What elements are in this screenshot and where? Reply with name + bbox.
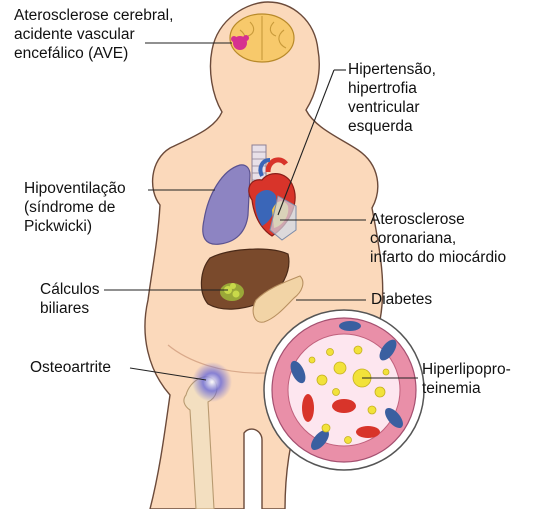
- label-pancreas: Diabetes: [371, 290, 432, 309]
- label-heart: Hipertensão, hipertrofia ventricular esq…: [348, 60, 436, 136]
- label-lungs: Hipoventilação (síndrome de Pickwicki): [24, 179, 126, 236]
- hip-inflammation: [192, 362, 232, 402]
- label-hip: Osteoartrite: [30, 358, 111, 377]
- vessel-cross-section: [264, 310, 424, 470]
- label-gallbladder: Cálculos biliares: [40, 280, 99, 318]
- gallbladder: [220, 283, 244, 301]
- label-brain: Aterosclerose cerebral, acidente vascula…: [14, 6, 173, 63]
- label-coronary: Aterosclerose coronariana, infarto do mi…: [370, 210, 506, 267]
- label-vessel: Hiperlipopro- teinemia: [422, 360, 511, 398]
